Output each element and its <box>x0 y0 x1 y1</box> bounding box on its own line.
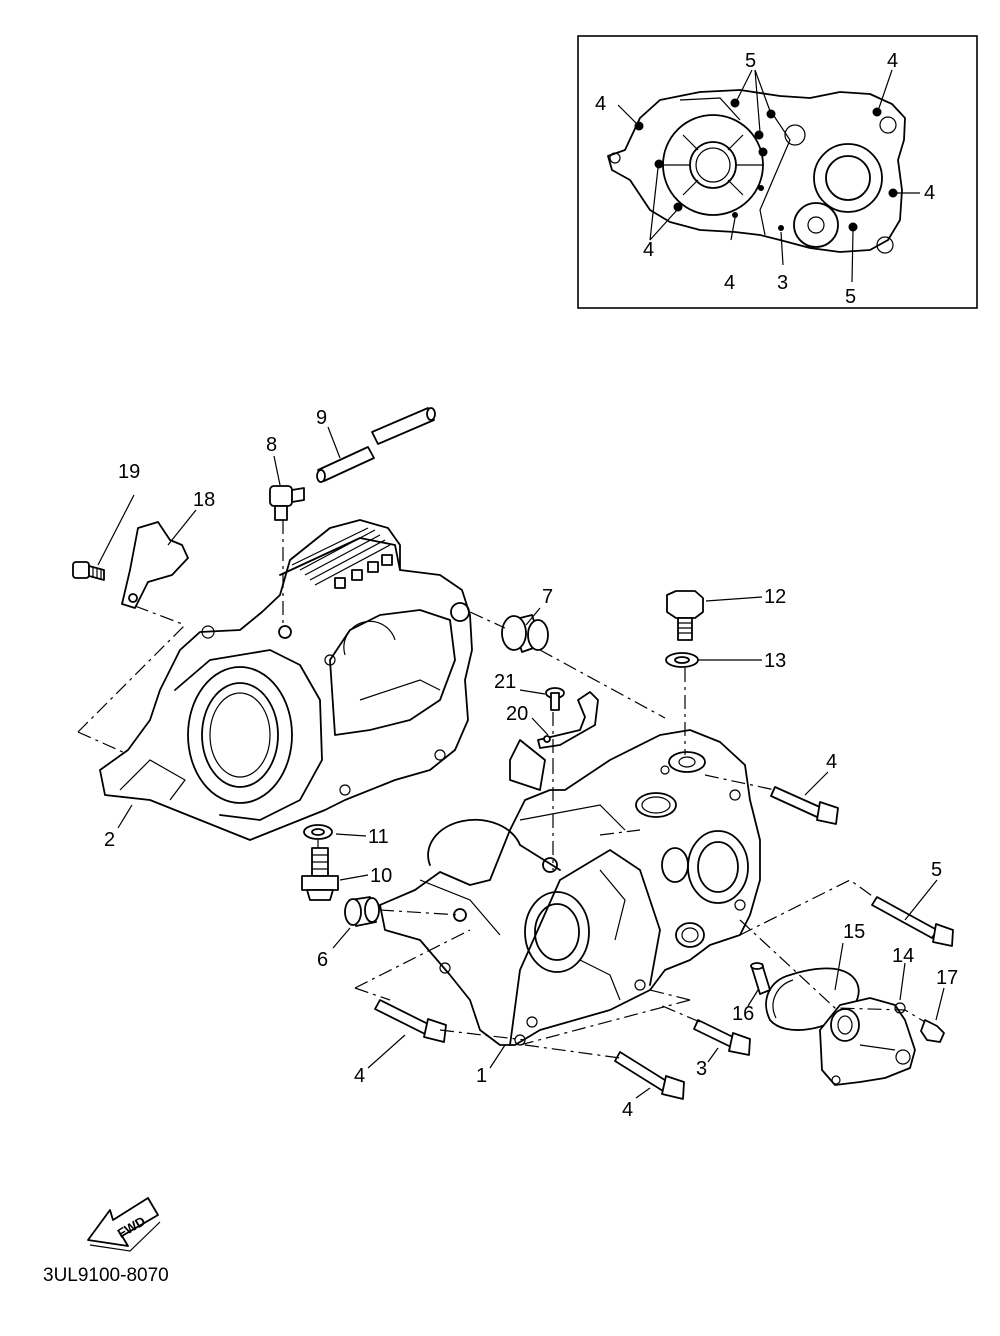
part-4-bolt-left <box>374 999 447 1043</box>
part-11-washer <box>303 824 333 840</box>
part-5-bolt <box>871 896 954 947</box>
right-crankcase-plug-boss <box>668 751 706 773</box>
part-14-cover <box>819 997 916 1086</box>
callout-16: 16 <box>732 1003 754 1025</box>
inset-callout-5: 5 <box>745 50 756 72</box>
right-crankcase-body <box>379 729 761 1046</box>
part-4-bolt-lower <box>614 1051 685 1100</box>
part-20-plate <box>537 691 599 749</box>
inset-frame <box>577 35 978 309</box>
right-crankcase <box>379 729 761 1046</box>
inset-callout-4: 4 <box>724 272 735 294</box>
callout-3: 3 <box>696 1058 707 1080</box>
right-crankcase-seal <box>635 792 677 818</box>
inset-crankcase-outline <box>607 89 906 253</box>
callout-10: 10 <box>370 865 392 887</box>
left-crankcase-body <box>99 519 473 841</box>
callout-21: 21 <box>494 671 516 693</box>
callout-4: 4 <box>354 1065 365 1087</box>
callout-2: 2 <box>104 829 115 851</box>
inset-leaders <box>617 69 920 283</box>
part-17-bolt <box>920 1019 945 1043</box>
part-7-bushing <box>501 614 549 653</box>
callout-leaders <box>97 426 945 1099</box>
part-18-bracket <box>121 521 189 609</box>
inset-callout-4: 4 <box>643 239 654 261</box>
part-12-plug-bolt <box>666 590 704 641</box>
callout-19: 19 <box>118 461 140 483</box>
callout-15: 15 <box>843 921 865 943</box>
left-crankcase-fins <box>291 527 391 586</box>
callout-20: 20 <box>506 703 528 725</box>
document-code: 3UL9100-8070 <box>43 1265 169 1286</box>
fwd-arrow: FWD <box>87 1197 161 1252</box>
callout-13: 13 <box>764 650 786 672</box>
callout-1: 1 <box>476 1065 487 1087</box>
callout-4: 4 <box>826 751 837 773</box>
callout-17: 17 <box>936 967 958 989</box>
fwd-arrow-icon <box>87 1197 159 1247</box>
part-10-bolt <box>301 847 339 901</box>
inset-callout-5: 5 <box>845 286 856 308</box>
part-3-bolt <box>693 1019 751 1056</box>
part-21-screw <box>545 687 565 711</box>
assembly-center-lines <box>77 520 926 1059</box>
callout-8: 8 <box>266 434 277 456</box>
callout-9: 9 <box>316 407 327 429</box>
callout-11: 11 <box>368 826 389 848</box>
callout-4: 4 <box>622 1099 633 1121</box>
inset-ribs <box>663 134 763 196</box>
inset-right-bearing <box>825 155 871 201</box>
inset-callout-4: 4 <box>887 50 898 72</box>
callout-18: 18 <box>193 489 215 511</box>
inset-view: 5 4 4 4 4 4 3 5 <box>577 35 978 309</box>
left-crankcase-bore <box>187 666 293 804</box>
right-crankcase-bore-main <box>524 891 590 973</box>
part-19-bolt <box>72 561 105 581</box>
part-9-pins <box>316 407 436 483</box>
inset-callout-3: 3 <box>777 272 788 294</box>
left-crankcase <box>99 519 473 841</box>
part-8-fitting <box>269 485 305 521</box>
callout-12: 12 <box>764 586 786 608</box>
callout-6: 6 <box>317 949 328 971</box>
inset-callout-4: 4 <box>924 182 935 204</box>
callout-5: 5 <box>931 859 942 881</box>
part-13-washer <box>665 652 699 668</box>
part-16-pin <box>750 962 771 995</box>
inset-right-housing <box>813 143 883 213</box>
inset-callout-4: 4 <box>595 93 606 115</box>
part-4-bolt-upper <box>770 786 839 825</box>
callout-7: 7 <box>542 586 553 608</box>
inset-bolt-holes <box>634 98 898 232</box>
callout-14: 14 <box>892 945 914 967</box>
part-6-bushing <box>344 896 380 927</box>
